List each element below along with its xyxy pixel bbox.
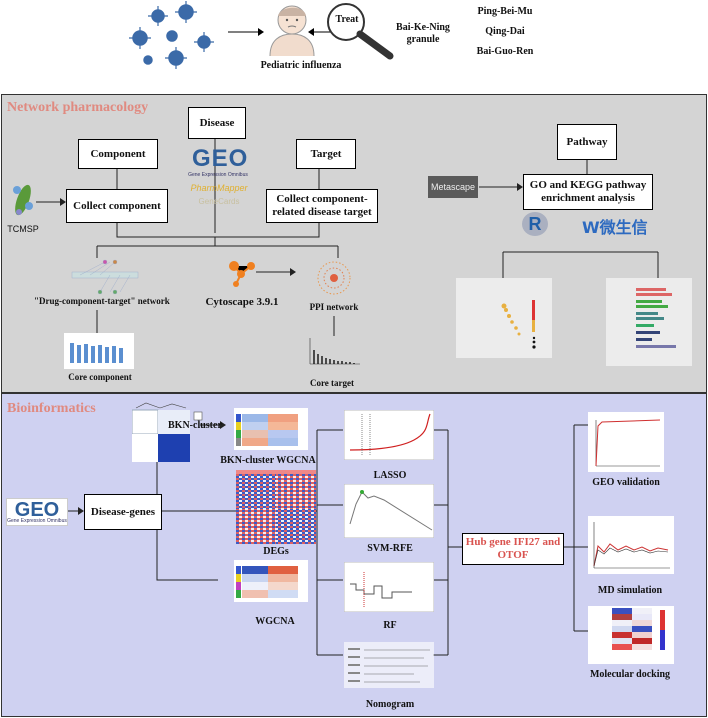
- magnifier-icon: [327, 3, 394, 60]
- treat-label: Treat: [335, 14, 359, 25]
- geo-validation-label: GEO validation: [592, 477, 660, 488]
- tcmsp-label: TCMSP: [7, 224, 39, 234]
- weishengxin-logo: W微生信: [582, 214, 648, 238]
- disease-genes-box: Disease-genes: [84, 494, 162, 530]
- bioinformatics-panel-title: Bioinformatics: [7, 401, 96, 416]
- tcmsp-icon: [13, 184, 33, 216]
- dct-network-label: "Drug-component-target" network: [34, 296, 170, 306]
- geo-logo: GEO: [192, 145, 249, 172]
- disease-box: Disease: [188, 107, 246, 139]
- lasso-plot: [344, 410, 434, 460]
- virus-icons: [129, 1, 214, 69]
- geo-logo-2: GEO: [6, 498, 68, 526]
- disease-label: Pediatric influenza: [260, 60, 342, 71]
- metascape-logo: Metascape: [428, 176, 478, 198]
- bkn-cluster-heatmap: [132, 402, 203, 462]
- md-simulation-label: MD simulation: [597, 585, 663, 596]
- herb-1: Ping-Bei-Mu: [477, 6, 533, 17]
- degs-heatmap: [236, 470, 316, 544]
- core-component-chart: [64, 333, 134, 369]
- collect-target-box: Collect component-related disease target: [266, 189, 378, 223]
- svm-rfe-plot: [344, 484, 434, 538]
- drug-label: Bai-Ke-Ning granule: [396, 22, 450, 45]
- core-target-label: Core target: [309, 378, 355, 388]
- genecards-logo: GeneCards: [198, 197, 240, 206]
- degs-label: DEGs: [263, 546, 289, 557]
- kegg-enrichment-chart: [606, 278, 692, 366]
- nomogram-plot: [344, 642, 434, 688]
- collect-component-box: Collect component: [66, 189, 168, 223]
- lasso-label: LASSO: [373, 470, 407, 481]
- svm-rfe-label: SVM-RFE: [367, 543, 413, 554]
- nomogram-label: Nomogram: [365, 699, 415, 710]
- core-component-label: Core component: [68, 372, 132, 382]
- hub-gene-box: Hub gene IFI27 and OTOF: [462, 533, 564, 565]
- md-simulation-plot: [588, 516, 674, 574]
- target-box: Target: [296, 139, 356, 169]
- ppi-label: PPI network: [309, 302, 359, 312]
- pharmmapper-logo: PharmMapper: [190, 183, 248, 193]
- go-enrichment-chart: [456, 278, 552, 358]
- component-box: Component: [78, 139, 158, 169]
- network-panel-title: Network pharmacology: [7, 100, 149, 115]
- rf-label: RF: [383, 620, 397, 631]
- pathway-box: Pathway: [557, 124, 617, 160]
- cytoscape-label: Cytoscape 3.9.1: [205, 296, 279, 308]
- geo-validation-roc: [588, 412, 664, 472]
- bkn-wgcna-label: BKN-cluster WGCNA: [220, 455, 316, 466]
- geo-subtitle: Gene Expression Omnibus: [188, 172, 248, 178]
- molecular-docking-label: Molecular docking: [589, 669, 671, 680]
- herb-2: Qing-Dai: [485, 26, 525, 37]
- wgcna-heatmap: [234, 560, 308, 602]
- w-letter-icon: W: [582, 218, 600, 237]
- geo-subtitle-2: Gene Expression Omnibus: [7, 518, 67, 524]
- rf-plot: [344, 562, 434, 612]
- weishengxin-text: 微生信: [599, 218, 648, 237]
- r-logo: R: [522, 212, 548, 236]
- wgcna-label: WGCNA: [255, 616, 295, 627]
- child-face-icon: [269, 5, 315, 57]
- bkn-cluster-label: BKN-cluster: [168, 420, 222, 431]
- go-kegg-box: GO and KEGG pathway enrichment analysis: [523, 174, 653, 210]
- cytoscape-icon: [229, 261, 255, 287]
- ppi-network-image: [317, 261, 351, 295]
- herb-3: Bai-Guo-Ren: [476, 46, 534, 57]
- molecular-docking-heatmap: [588, 606, 674, 664]
- core-target-chart: [309, 338, 360, 365]
- dct-network-image: [71, 259, 139, 295]
- bkn-wgcna-heatmap: [234, 408, 308, 450]
